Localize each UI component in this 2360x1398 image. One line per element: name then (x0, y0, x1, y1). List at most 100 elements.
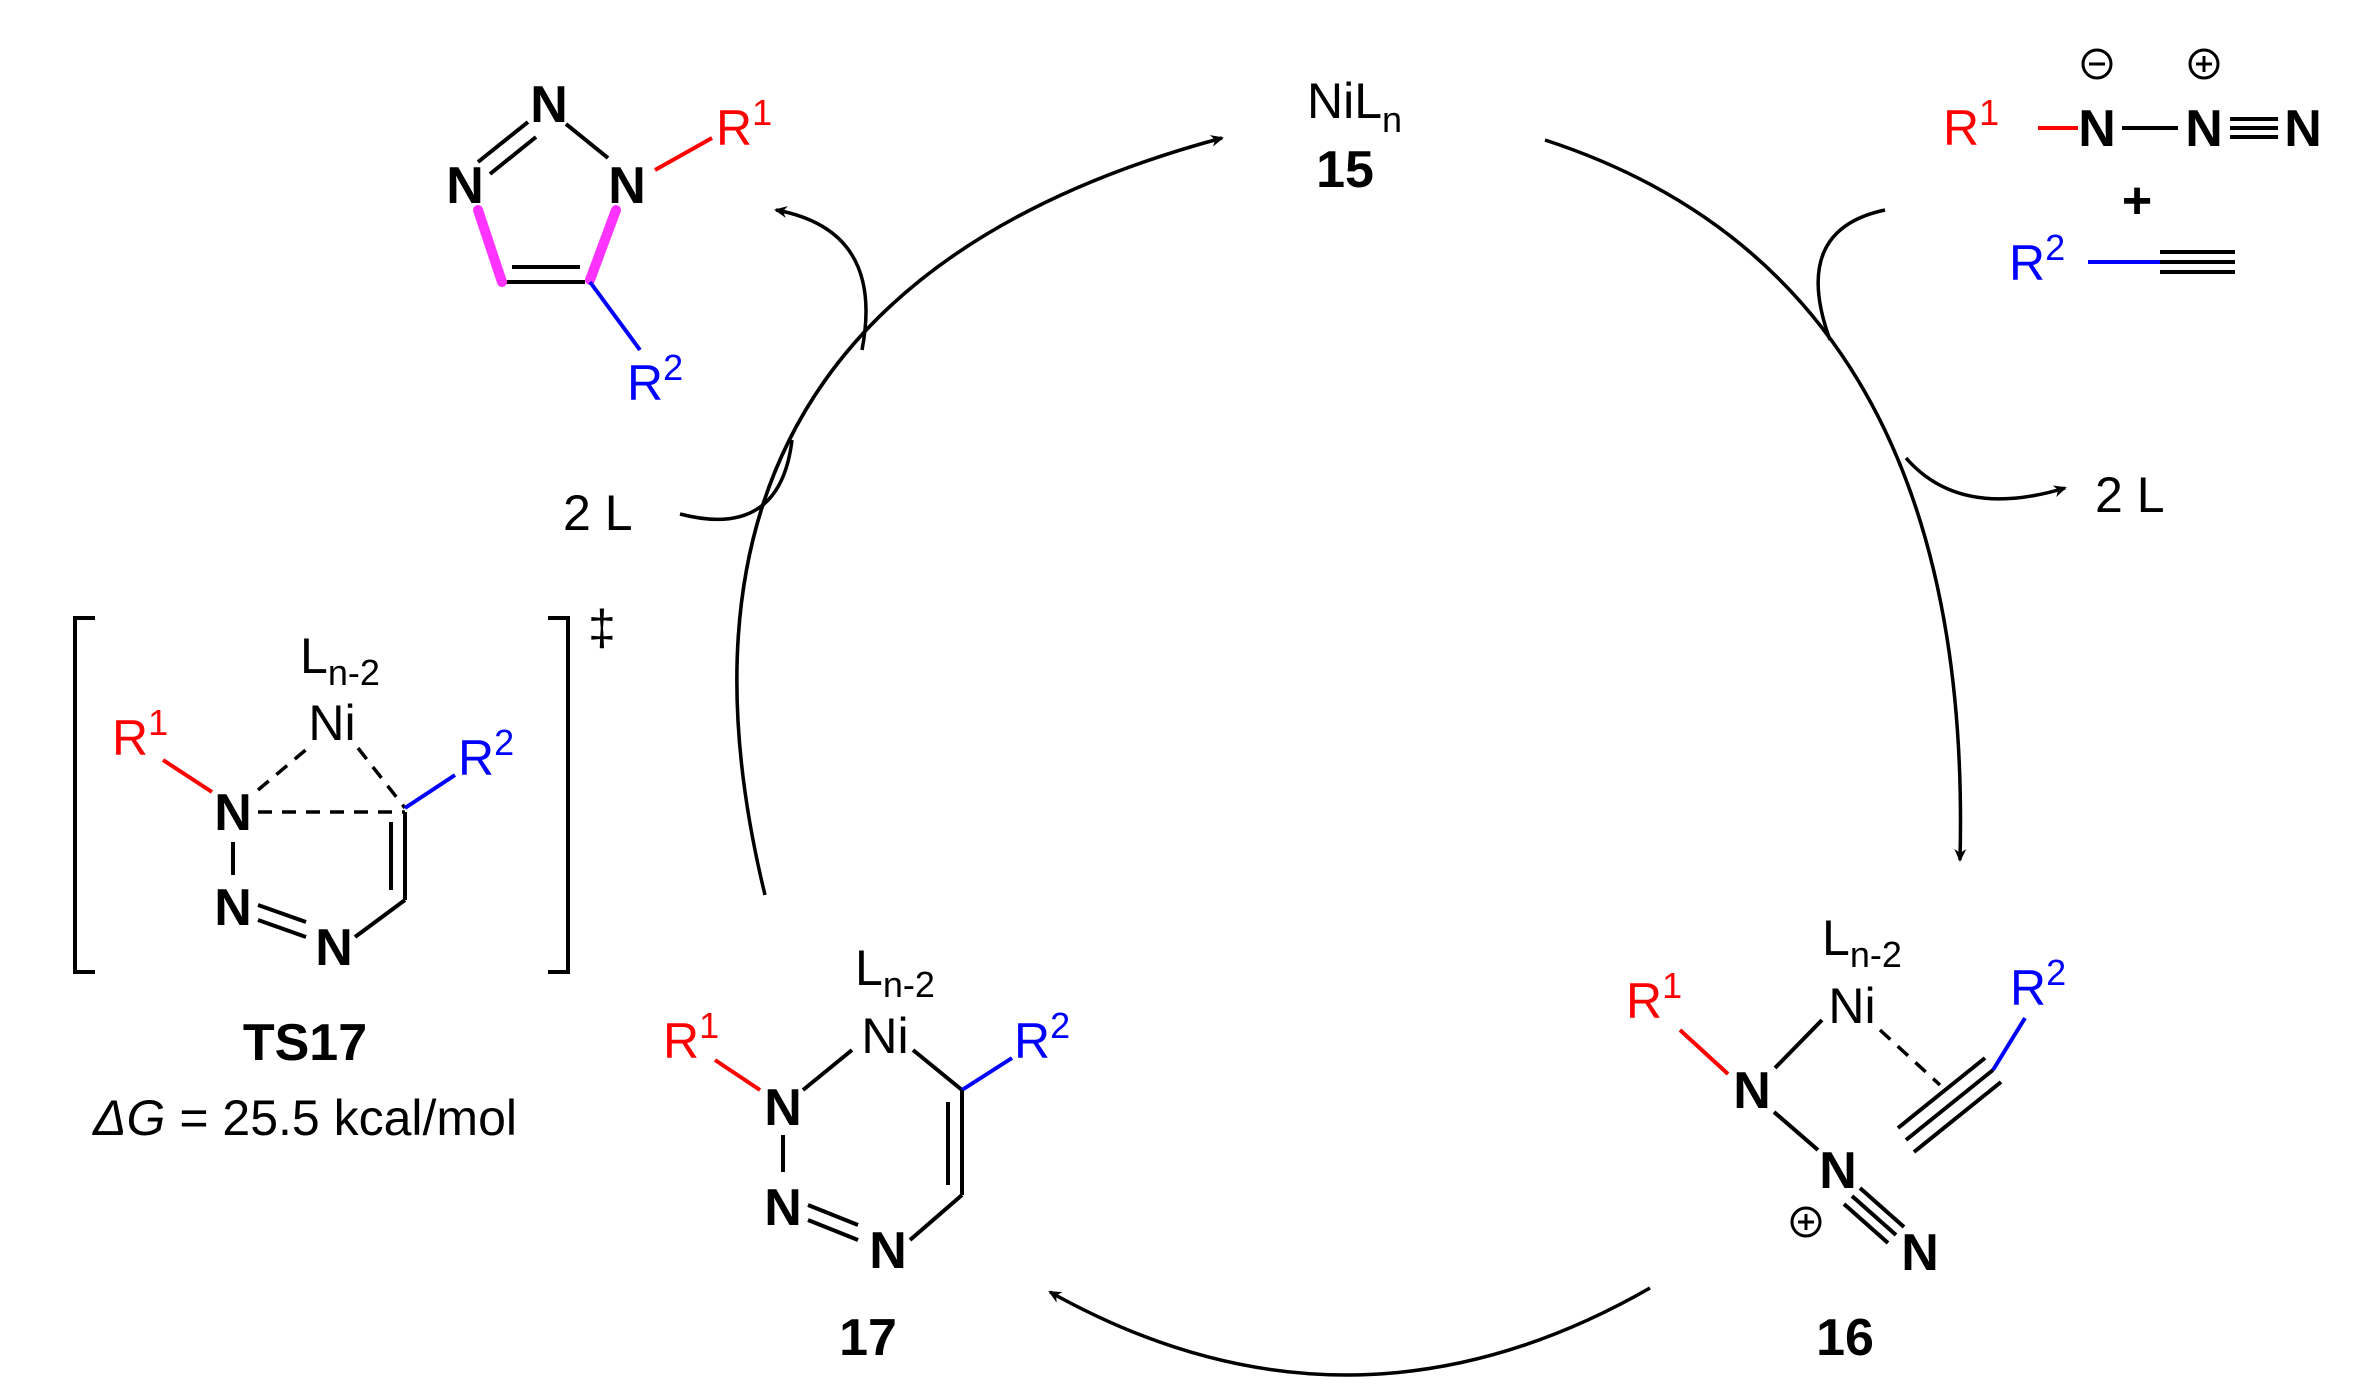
ts17-n1: N (214, 784, 252, 842)
ts17-dagger: ‡ (588, 600, 616, 656)
i17-r1: R1 (663, 1005, 719, 1069)
ligand-loss-arrow (1904, 456, 2067, 501)
i17-ligand: Ln-2 (855, 940, 935, 1005)
i16-r2-sup: 2 (2046, 952, 2066, 993)
catalyst-formula-base: NiL (1307, 73, 1382, 129)
ts17-bracket-right (548, 616, 570, 974)
i17-n2-n3-double-a (807, 1203, 859, 1227)
product-n2-n3-bond-a (476, 120, 530, 164)
i16-ligand-base: L (1822, 910, 1850, 966)
i16-n-ni-bond (1773, 1018, 1824, 1070)
product-r2-letter: R (627, 355, 663, 411)
i17-ligand-base: L (855, 940, 883, 996)
catalyst-number: 15 (1316, 141, 1374, 199)
azide-n2: N (2185, 100, 2223, 158)
ts17-r2-sup: 2 (494, 722, 514, 763)
i17-ni: Ni (861, 1008, 908, 1064)
i17-r2-letter: R (1014, 1013, 1050, 1069)
i16-n3: N (1901, 1224, 1939, 1282)
ts17-r1-n-bond (161, 758, 214, 794)
triazole-product: N N N R1 R2 (446, 76, 772, 411)
i16-alkyne-b (1912, 1080, 2003, 1154)
i17-r2-sup: 2 (1050, 1005, 1070, 1046)
i16-n2: N (1819, 1142, 1857, 1200)
ts17-ligand: Ln-2 (300, 628, 380, 693)
i16-triple-a (1850, 1194, 1898, 1237)
ts17-label: TS17 (243, 1014, 367, 1072)
i17-n2: N (764, 1179, 802, 1237)
product-n2-n3-bond-b (488, 135, 538, 176)
i17-n1: N (764, 1079, 802, 1137)
product-r1-sup: 1 (752, 92, 772, 133)
ts17-bracket-left (73, 616, 95, 974)
alkyne-r2: R2 (2009, 227, 2065, 291)
product-n2: N (530, 76, 568, 134)
catalyst-formula-sub: n (1382, 99, 1402, 140)
azide-r1: R1 (1943, 92, 1999, 156)
i16-r1-letter: R (1626, 973, 1662, 1029)
reagents: R1 N N N + R2 (1943, 48, 2322, 291)
reagent-plus: + (2122, 172, 2152, 230)
azide-n3: N (2284, 100, 2322, 158)
product-r2-sup: 2 (663, 347, 683, 388)
alkyne-r2-sup: 2 (2045, 227, 2065, 268)
i16-ni: Ni (1828, 978, 1875, 1034)
cycle-arc-left (735, 135, 1224, 896)
product-c5-r2-bond (588, 280, 642, 352)
i17-n2-n3-double-b (807, 1218, 859, 1242)
ts17-n3: N (315, 919, 353, 977)
ts17-n2-n3-double-b (257, 918, 307, 939)
reagent-uptake-arrow (1816, 208, 1886, 341)
i17-ligand-sub: n-2 (883, 964, 935, 1005)
ligand-gain-arrow (679, 439, 794, 522)
i16-n1-n2-bond (1772, 1110, 1820, 1152)
intermediate-17: Ln-2 Ni R1 N R2 N N 17 (663, 940, 1070, 1367)
ts17-energy-var: G (127, 1090, 166, 1146)
transition-state-ts17: ‡ Ln-2 Ni R1 N R2 N N TS17 ΔG = 25.5 kca… (73, 600, 616, 1146)
catalyst-15: NiLn 15 (1307, 73, 1402, 199)
i17-n1-ni-bond (801, 1048, 854, 1092)
product-n1-r1-bond (654, 136, 713, 172)
ts17-energy-value: = 25.5 kcal/mol (165, 1090, 517, 1146)
ts17-n2-n3-double-a (257, 903, 307, 924)
i16-triple-b (1858, 1186, 1906, 1229)
i16-ligand: Ln-2 (1822, 910, 1902, 975)
ts17-r1: R1 (112, 702, 168, 766)
ts17-c-n4-bond (353, 898, 407, 939)
ts17-ligand-base: L (300, 628, 328, 684)
i17-c-n4-bond (908, 1193, 964, 1242)
i16-plus-circle (1790, 1206, 1822, 1238)
i17-r1-sup: 1 (699, 1005, 719, 1046)
ts17-energy-symbol: Δ (92, 1090, 127, 1146)
ts17-c-r2-bond (403, 773, 457, 810)
product-r1-letter: R (716, 100, 752, 156)
i17-r2: R2 (1014, 1005, 1070, 1069)
ts17-n2: N (214, 879, 252, 937)
ts17-r1-sup: 1 (148, 702, 168, 743)
alkyne-r2-letter: R (2009, 235, 2045, 291)
azide-n1: N (2078, 100, 2116, 158)
ligand-gain-label: 2 L (563, 485, 633, 541)
catalyst-formula: NiLn (1307, 73, 1402, 140)
i16-n1: N (1733, 1062, 1771, 1120)
i16-r1-n-bond (1678, 1028, 1730, 1076)
i17-ni-c-bond (911, 1048, 964, 1092)
i16-alkyne-a (1904, 1068, 1995, 1142)
product-n3: N (446, 157, 484, 215)
i16-alkyne-r2-bond (1991, 1016, 2027, 1072)
i16-triple-c (1842, 1202, 1890, 1245)
i16-ligand-sub: n-2 (1850, 934, 1902, 975)
cycle-arc-bottom (1048, 1286, 1651, 1377)
ts17-ni-c-dash (356, 746, 407, 810)
i16-number: 16 (1816, 1309, 1874, 1367)
ts17-r1-letter: R (112, 710, 148, 766)
i17-c-r2-bond (960, 1056, 1014, 1092)
product-n2-n1-bond (564, 122, 610, 160)
cycle-arc-top-right (1544, 138, 1967, 862)
product-new-bond-n3-c4 (473, 205, 507, 287)
product-r1: R1 (716, 92, 772, 156)
minus-charge-circle (2081, 48, 2113, 80)
ts17-r2-letter: R (458, 730, 494, 786)
product-n1: N (608, 157, 646, 215)
